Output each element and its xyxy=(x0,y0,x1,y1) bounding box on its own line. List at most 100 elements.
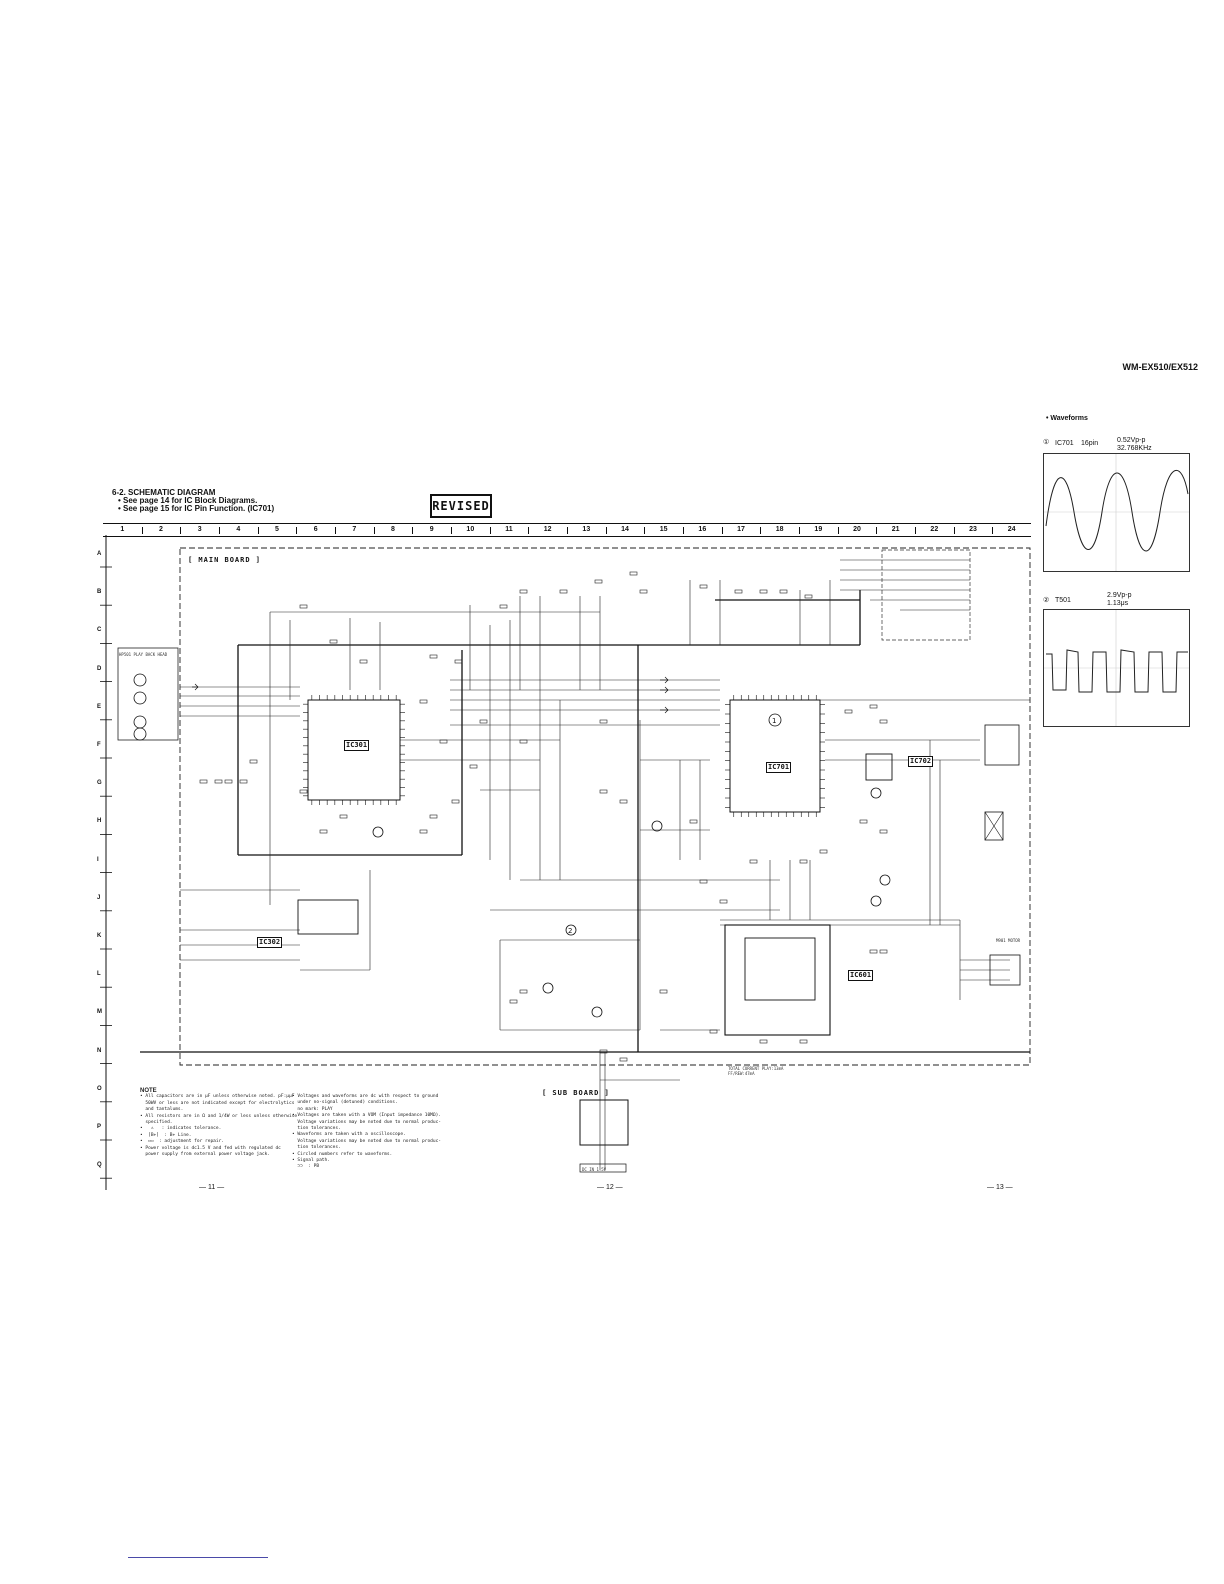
note-line: ⊃⊃ : PB xyxy=(292,1164,320,1170)
ic301-label: IC301 xyxy=(344,740,370,751)
waveform-1-scope xyxy=(1043,453,1190,572)
column-divider xyxy=(141,527,143,534)
component-symbol xyxy=(629,571,638,576)
component-symbol xyxy=(689,819,698,824)
column-number: 21 xyxy=(891,526,900,533)
motor-label: M901 MOTOR xyxy=(996,938,1021,943)
row-letter: H xyxy=(97,818,102,825)
component-symbol xyxy=(454,659,463,664)
note-line: • Circled numbers refer to waveforms. xyxy=(292,1151,393,1157)
component-symbol xyxy=(844,709,853,714)
waveform-2-scope xyxy=(1043,609,1190,727)
component-symbol xyxy=(479,719,488,724)
column-divider xyxy=(335,527,336,534)
column-divider xyxy=(760,527,762,534)
ic302-label: IC302 xyxy=(257,937,283,948)
column-divider xyxy=(683,527,684,534)
main-board-label: [ MAIN BOARD ] xyxy=(188,556,262,564)
component-symbol xyxy=(659,989,668,994)
note-line: • All resistors are in Ω and 1/4W or les… xyxy=(140,1113,298,1119)
component-symbol xyxy=(299,604,308,609)
row-letter: P xyxy=(97,1124,102,1130)
row-letter: O xyxy=(97,1085,102,1092)
column-number: 10 xyxy=(466,526,475,533)
row-letter: J xyxy=(97,894,101,901)
component-symbol xyxy=(199,779,208,784)
waveform-2-marker: ② xyxy=(1043,597,1050,604)
column-divider xyxy=(257,527,259,534)
waveform-2-ref: T501 xyxy=(1055,597,1071,604)
component-symbol xyxy=(819,849,828,854)
component-symbol xyxy=(419,699,428,704)
schematic-subtitle-2: • See page 15 for IC Pin Function. (IC70… xyxy=(118,504,275,513)
column-divider xyxy=(219,527,220,534)
waveform-2-frequency: 1.13μs xyxy=(1107,600,1129,607)
column-divider xyxy=(296,527,298,534)
column-number: 1 xyxy=(120,526,125,533)
ic702-label: IC702 xyxy=(908,756,934,767)
component-symbol xyxy=(359,659,368,664)
column-divider xyxy=(180,527,182,534)
sub-board-label: [ SUB BOARD ] xyxy=(542,1089,610,1097)
row-letter: Q xyxy=(97,1162,102,1169)
row-letter: M xyxy=(97,1009,102,1016)
column-divider xyxy=(992,527,994,534)
page-number-13: — 13 — xyxy=(987,1184,1013,1191)
note-line: tion tolerances. xyxy=(292,1145,341,1151)
note-line: • Voltages are taken with a VOM (Input i… xyxy=(292,1113,442,1119)
column-number: 3 xyxy=(197,526,202,533)
note-line: 50WV or less are not indicated except fo… xyxy=(140,1100,295,1106)
column-number: 20 xyxy=(853,526,861,533)
column-number: 4 xyxy=(236,526,241,533)
row-letter: F xyxy=(97,742,101,748)
column-number: 22 xyxy=(930,526,939,533)
note-line: • [B+] : B+ Line. xyxy=(140,1132,192,1138)
column-divider xyxy=(721,527,723,534)
note-line: • All capacitors are in μF unless otherw… xyxy=(140,1094,295,1100)
row-letter: A xyxy=(97,551,102,557)
component-symbol xyxy=(239,779,248,784)
schematic-title-block: 6-2. SCHEMATIC DIAGRAM • See page 14 for… xyxy=(112,489,274,513)
column-divider xyxy=(567,527,568,534)
component-symbol xyxy=(249,759,258,764)
sine-trace xyxy=(1045,469,1189,552)
component-symbol xyxy=(779,589,788,594)
column-number: 6 xyxy=(313,526,318,533)
column-number: 11 xyxy=(505,526,513,533)
component-symbol xyxy=(799,1039,808,1044)
footer-rule xyxy=(128,1557,268,1558)
component-symbol xyxy=(709,1029,718,1034)
component-symbol xyxy=(879,719,888,724)
ic601-label: IC601 xyxy=(848,970,874,981)
column-divider xyxy=(412,527,414,534)
column-divider xyxy=(451,527,452,534)
column-divider xyxy=(605,527,607,534)
component-symbol xyxy=(619,799,628,804)
waveform-1-amplitude: 0.52Vp-p xyxy=(1117,437,1146,444)
notes-right: • Voltages and waveforms are dc with res… xyxy=(292,1094,442,1171)
component-symbol xyxy=(519,739,528,744)
model-name: WM-EX510/EX512 xyxy=(1122,362,1198,372)
row-letter: G xyxy=(97,780,102,787)
schematic-title: 6-2. SCHEMATIC DIAGRAM xyxy=(112,488,216,497)
note-line: • ▭▭ : adjustment for repair. xyxy=(140,1139,224,1145)
total-current-label: TOTAL CURRENT PLAY:13mA FF/REW:47mA xyxy=(728,1066,784,1076)
component-symbol xyxy=(451,799,460,804)
column-number: 12 xyxy=(543,526,552,533)
svg-text:2: 2 xyxy=(568,927,572,935)
component-symbol xyxy=(804,594,813,599)
waveform-1-ref: IC701 xyxy=(1055,440,1074,447)
page-number-12: — 12 — xyxy=(597,1184,623,1191)
column-divider xyxy=(915,527,916,534)
column-number: 17 xyxy=(737,526,745,533)
waveforms-title: • Waveforms xyxy=(1046,415,1088,422)
component-symbol xyxy=(719,899,728,904)
column-divider xyxy=(837,527,839,534)
column-number: 13 xyxy=(582,526,591,533)
column-number: 5 xyxy=(275,526,279,533)
playback-head-label: HP501 PLAY BACK HEAD xyxy=(119,652,168,657)
note-line: • Waveforms are taken with a oscilloscop… xyxy=(292,1132,406,1138)
note-line: and tantalums. xyxy=(140,1107,184,1113)
